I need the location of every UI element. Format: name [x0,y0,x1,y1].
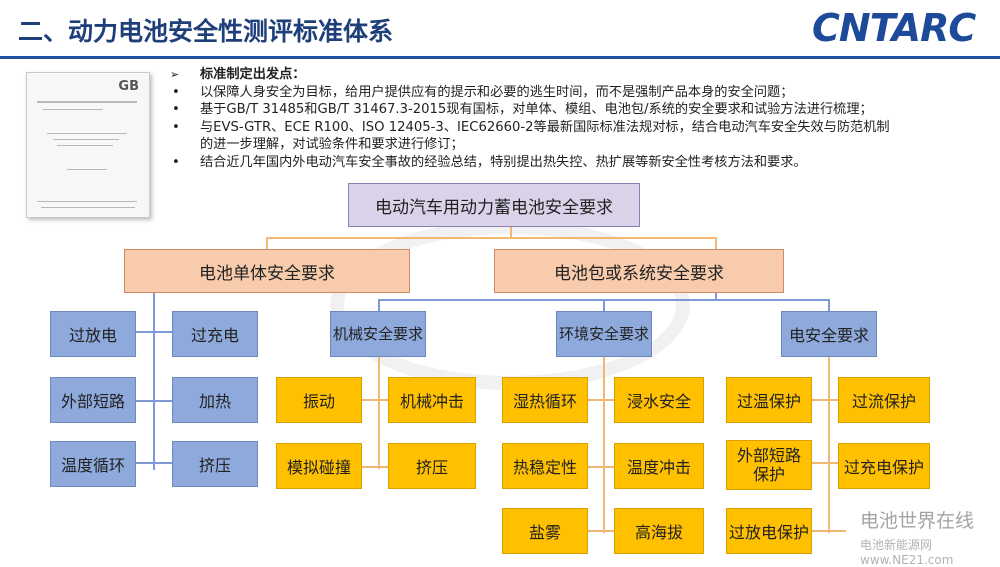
intro-item: •结合近几年国内外电动汽车安全事故的经验总结，特别提出热失控、热扩展等新安全性考… [172,154,807,170]
brand-logo: CNTARC [812,6,976,50]
environmental-safety-node: 环境安全要求 [556,311,652,357]
cell-item: 加热 [172,377,258,423]
electrical-item: 过充电保护 [838,443,930,489]
cell-item: 过充电 [172,311,258,357]
page-title: 二、动力电池安全性测评标准体系 [18,17,394,46]
electrical-item: 过放电保护 [726,508,812,554]
root-node: 电动汽车用动力蓄电池安全要求 [348,183,640,227]
cell-item: 过放电 [50,311,136,357]
cell-item: 温度循环 [50,441,136,487]
watermark-site: 电池新能源网 www.NE21.com [860,538,954,567]
intro-item-continuation: 的进一步理解，对试验条件和要求进行修订； [200,137,464,152]
cell-item: 挤压 [172,441,258,487]
cell-safety-node: 电池单体安全要求 [124,249,410,293]
environmental-item: 热稳定性 [502,443,588,489]
intro-item: •基于GB/T 31485和GB/T 31467.3-2015现有国标，对单体、… [172,102,873,117]
electrical-safety-node: 电安全要求 [781,311,877,357]
electrical-item: 外部短路保护 [726,440,812,490]
mechanical-item: 挤压 [388,443,476,489]
mechanical-safety-node: 机械安全要求 [330,311,426,357]
gb-badge: GB [118,79,139,94]
mechanical-item: 振动 [276,377,362,423]
background-watermark-ring [330,220,690,390]
cell-item: 外部短路 [50,377,136,423]
environmental-item: 盐雾 [502,508,588,554]
watermark-text: 电池世界在线 [860,510,975,532]
pack-safety-node: 电池包或系统安全要求 [494,249,784,293]
intro-item: •与EVS-GTR、ECE R100、ISO 12405-3、IEC62660-… [172,119,890,135]
electrical-item: 过温保护 [726,377,812,423]
mechanical-item: 机械冲击 [388,377,476,423]
environmental-item: 高海拔 [614,508,704,554]
mechanical-item: 模拟碰撞 [276,443,362,489]
environmental-item: 湿热循环 [502,377,588,423]
environmental-item: 温度冲击 [614,443,704,489]
intro-heading: ➢标准制定出发点： [170,67,306,82]
intro-bullets: ➢标准制定出发点： •以保障人身安全为目标，给用户提供应有的提示和必要的逃生时间… [168,66,968,171]
header-divider [0,56,1000,59]
electrical-item: 过流保护 [838,377,930,423]
standard-document-thumbnail: GB [26,72,150,218]
environmental-item: 浸水安全 [614,377,704,423]
intro-item: •以保障人身安全为目标，给用户提供应有的提示和必要的逃生时间，而不是强制产品本身… [172,84,794,100]
